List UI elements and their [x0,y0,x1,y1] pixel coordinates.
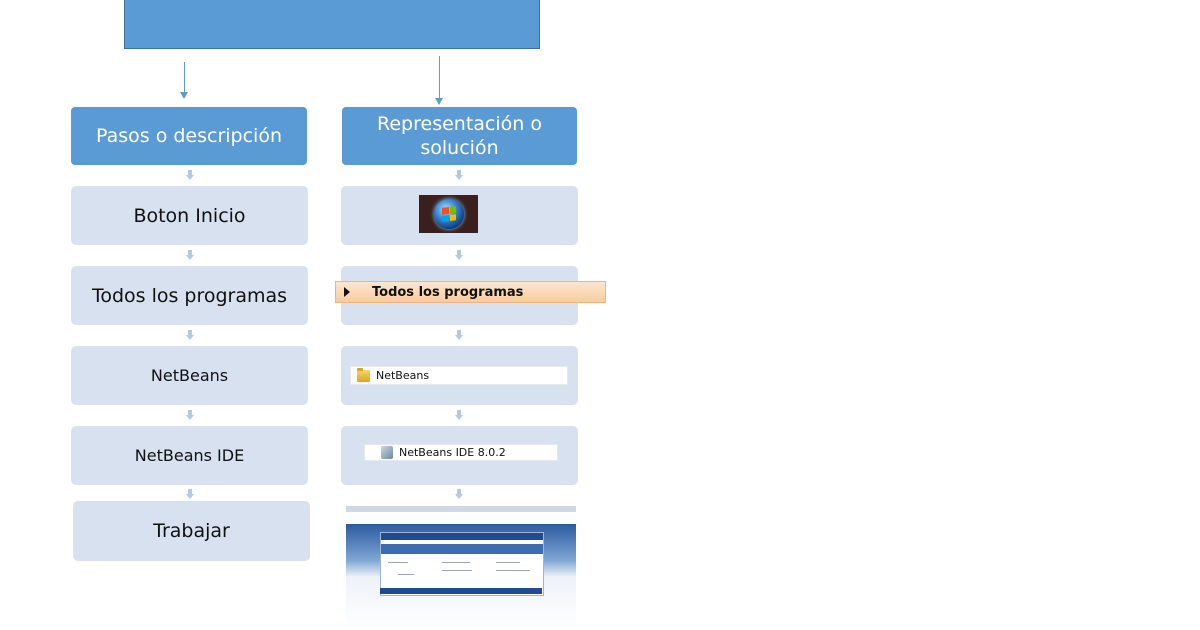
menu-item-label: Todos los programas [372,284,524,300]
step-arrow [455,170,463,180]
right-header: Representación o solución [342,107,577,165]
step-box-netbeans-ide: NetBeans IDE [71,426,308,485]
app-row-netbeans-ide: NetBeans IDE 8.0.2 [364,444,558,461]
start-page-nav [381,533,543,540]
step-arrow [455,250,463,260]
connector-left [184,62,185,92]
window-titlebar [346,506,576,512]
step-arrow [455,410,463,420]
text-line [442,562,470,563]
start-orb [433,199,464,229]
netbeans-ide-screenshot [346,506,576,630]
text-line [496,562,520,563]
folder-row-netbeans: NetBeans [350,366,568,385]
step-arrow [186,250,194,260]
menu-item-todos-los-programas: Todos los programas [335,281,606,303]
windows-flag-icon [441,206,456,222]
left-header-label: Pasos o descripción [95,125,282,147]
app-label: NetBeans IDE 8.0.2 [399,446,506,459]
text-line [442,570,472,571]
step-arrow [455,330,463,340]
step-box-netbeans: NetBeans [71,346,308,405]
text-line [398,574,414,575]
netbeans-cube-icon [381,446,393,459]
folder-icon [357,367,370,382]
step-label: Trabajar [153,520,230,542]
step-label: Boton Inicio [133,204,246,227]
connector-left-head [180,92,188,99]
step-arrow [455,489,463,499]
windows-start-orb-icon [419,195,478,233]
top-box [124,0,540,49]
step-box-boton-inicio: Boton Inicio [71,186,308,245]
start-page-panel [380,532,544,596]
step-arrow [186,410,194,420]
text-line [388,562,408,563]
right-header-label: Representación o solución [377,113,542,159]
connector-right [439,56,440,98]
start-page-footer [380,588,542,594]
step-arrow [186,170,194,180]
connector-right-head [435,98,443,105]
left-header: Pasos o descripción [71,107,307,165]
step-label: Todos los programas [91,284,288,307]
step-label: NetBeans IDE [134,446,245,465]
text-line [496,570,530,571]
folder-label: NetBeans [376,369,430,382]
start-page-title [381,544,543,554]
triangle-right-icon [344,287,350,297]
step-box-trabajar: Trabajar [73,501,310,561]
step-label: NetBeans [150,366,229,385]
step-box-todos-los-programas: Todos los programas [71,266,308,325]
step-arrow [186,330,194,340]
step-arrow [186,489,194,499]
